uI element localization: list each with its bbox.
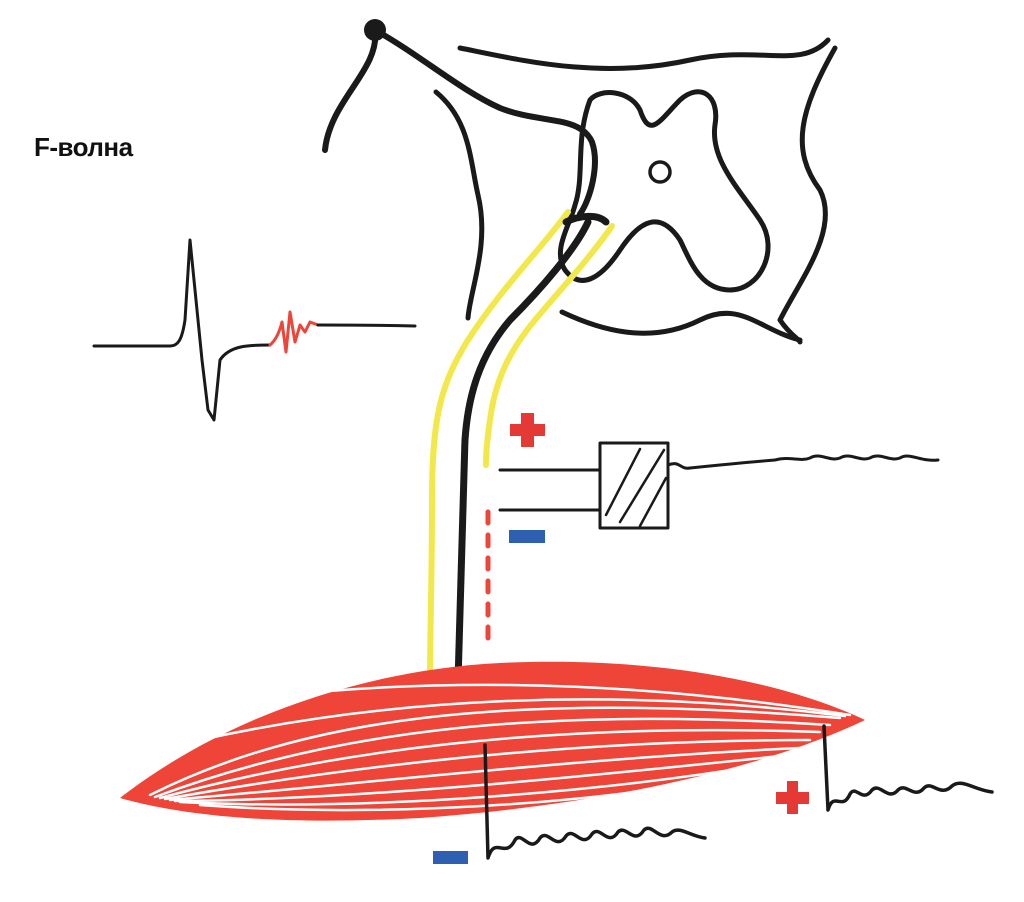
minus-sign-icon bbox=[433, 851, 468, 864]
spinal-cord-outer-bottom bbox=[559, 309, 803, 343]
spinal-cord-outer-left bbox=[433, 89, 485, 321]
stimulator bbox=[498, 441, 940, 530]
sensory-fiber-peripheral bbox=[322, 27, 379, 153]
baseline-trace bbox=[316, 323, 417, 328]
afferent-fibers bbox=[427, 209, 615, 691]
recording-trace-minus bbox=[483, 743, 707, 860]
motor-neuron-body bbox=[562, 212, 610, 226]
yellow-fiber-left bbox=[427, 209, 571, 691]
central-canal bbox=[648, 160, 672, 184]
stimulator-hatch bbox=[604, 447, 668, 528]
diagram-title: F-волна bbox=[34, 132, 133, 162]
stimulator-box bbox=[598, 441, 670, 530]
motor-axon-path bbox=[454, 218, 592, 686]
polarity-markers bbox=[433, 413, 809, 864]
f-wave-waveform bbox=[268, 310, 320, 354]
spinal-cord bbox=[433, 37, 838, 345]
spinal-cord-outer-right bbox=[777, 45, 838, 345]
muscle-fibers bbox=[148, 683, 852, 812]
plus-sign-icon bbox=[776, 781, 809, 814]
spinal-cord-outer-top bbox=[457, 37, 831, 71]
muscle-recordings bbox=[483, 724, 994, 860]
minus-sign-icon bbox=[509, 530, 545, 543]
yellow-fiber-right bbox=[483, 223, 615, 468]
plus-sign-icon bbox=[510, 413, 545, 447]
sensory-neuron bbox=[322, 19, 598, 217]
recording-trace-plus bbox=[822, 724, 994, 812]
m-response-waveform bbox=[92, 238, 272, 422]
motor-axon bbox=[454, 212, 610, 686]
sensory-fiber-central bbox=[372, 27, 598, 217]
stimulator-output-wire bbox=[666, 454, 940, 470]
muscle bbox=[120, 661, 865, 821]
emg-trace bbox=[92, 238, 417, 422]
grey-matter bbox=[557, 89, 771, 293]
